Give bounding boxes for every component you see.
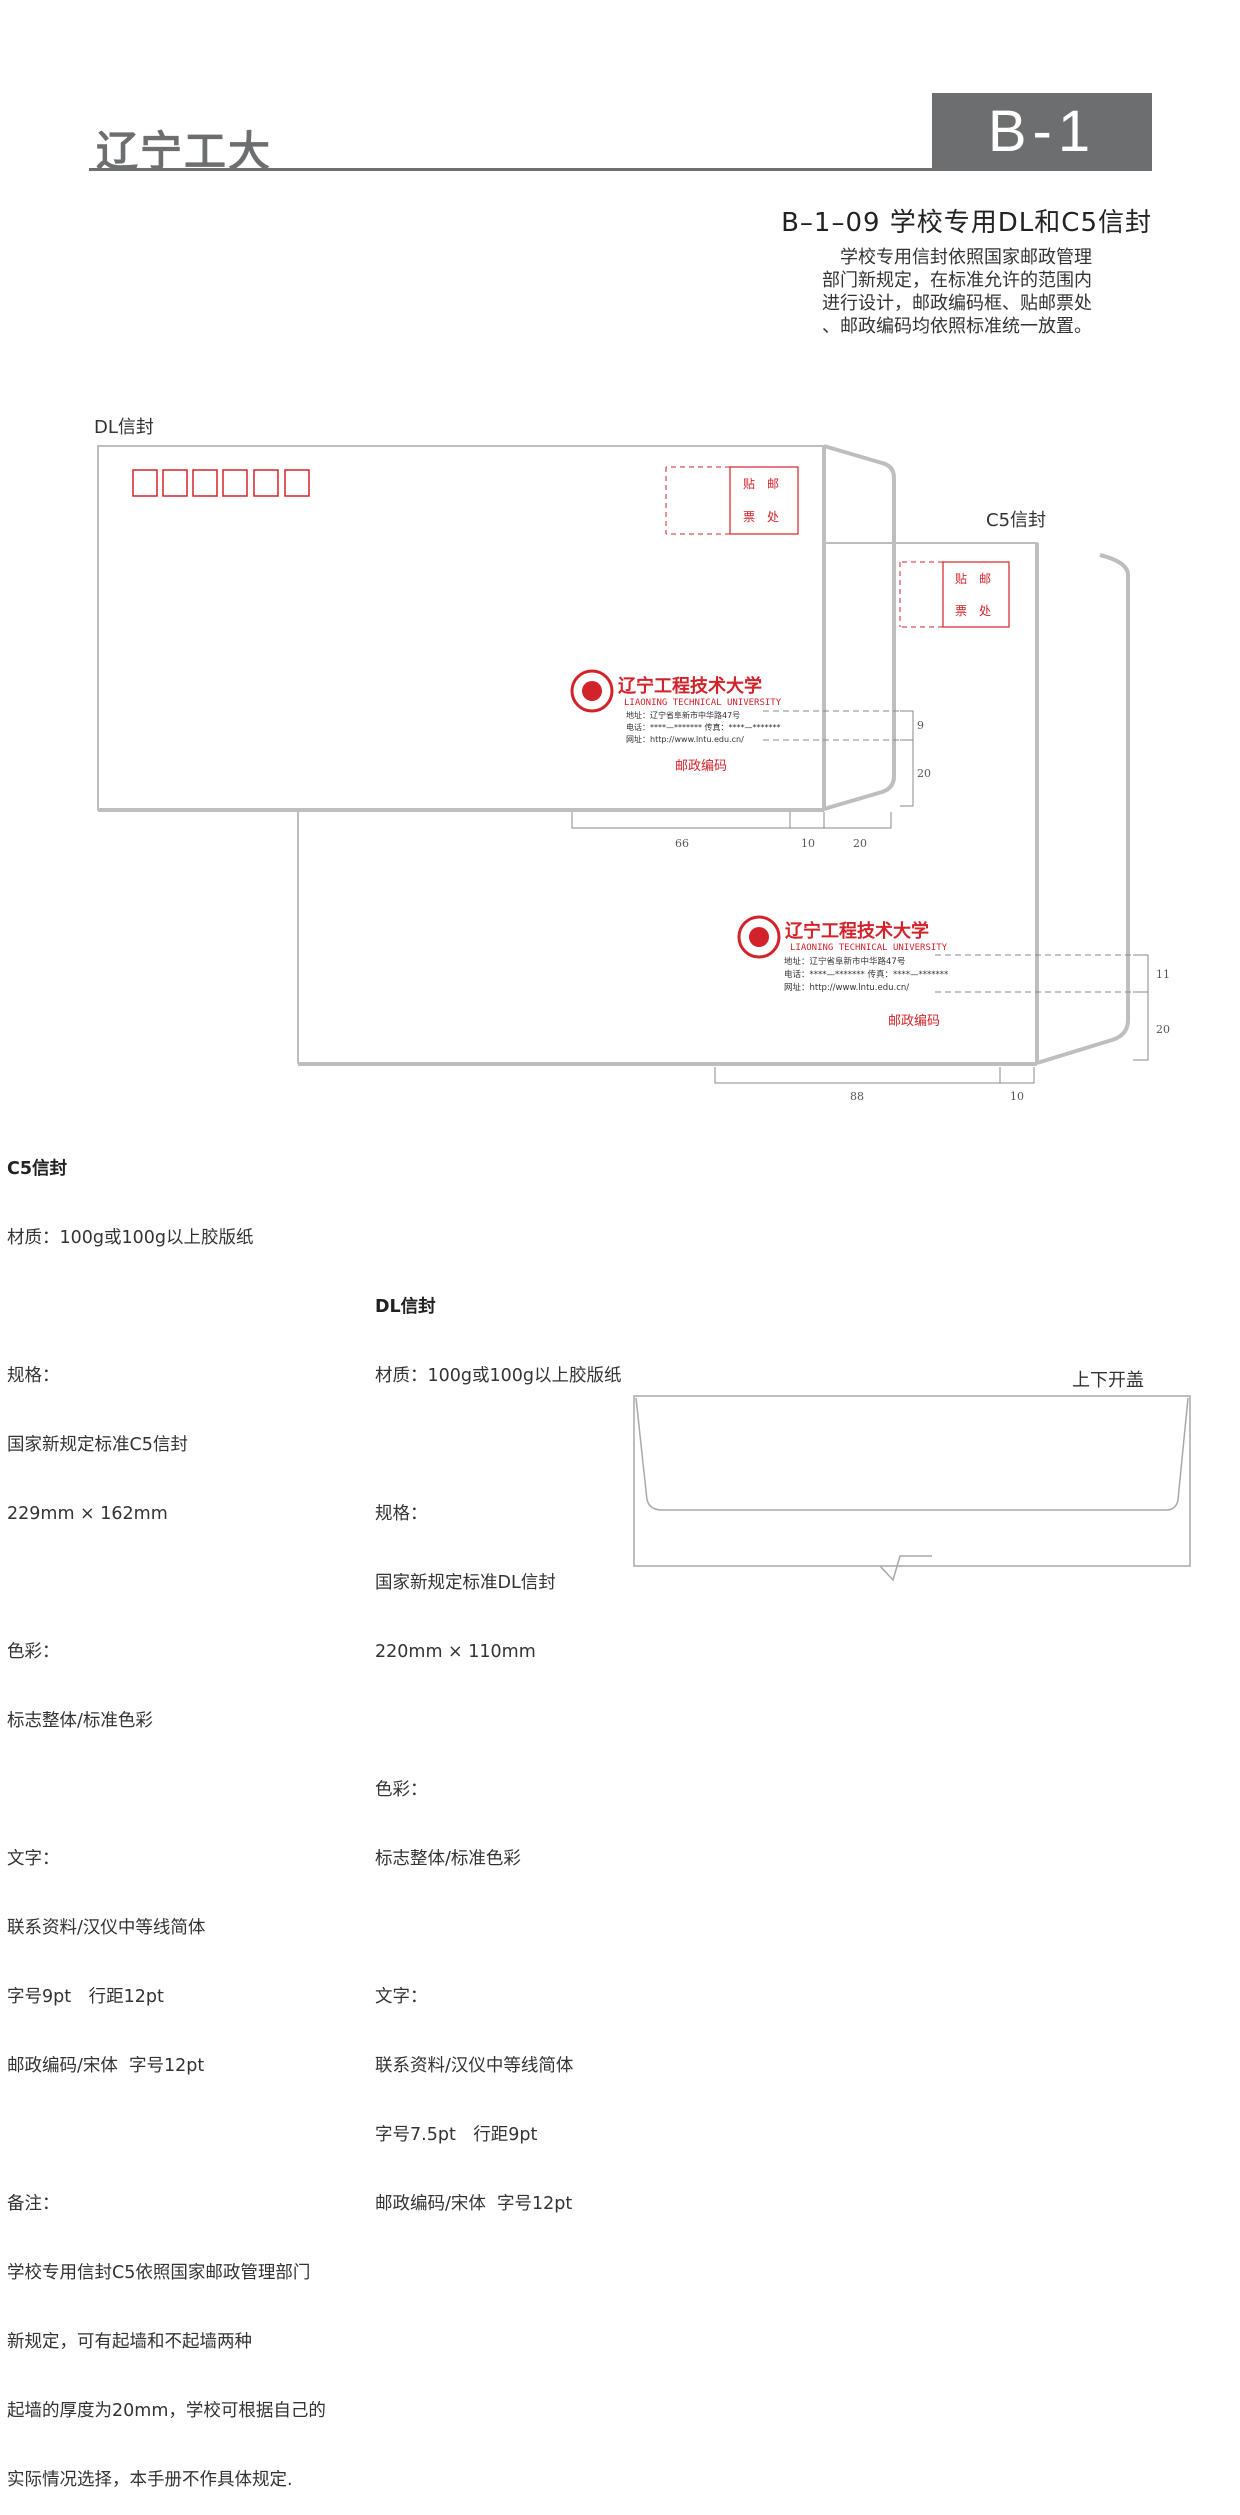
spec-line: 文字：: [7, 1849, 60, 1869]
logo-cn: 辽宁工程技术大学: [618, 675, 762, 697]
c5-spec-block: C5信封 材质：100g或100g以上胶版纸 规格： 国家新规定标准C5信封 2…: [7, 1112, 326, 2515]
header-rule: [89, 168, 934, 171]
dim-label: 10: [1010, 1090, 1024, 1103]
spec-line: 材质：100g或100g以上胶版纸: [375, 1366, 622, 1386]
dim-label: 88: [850, 1090, 864, 1103]
dl-label: DL信封: [94, 417, 154, 438]
logo-en: LIAONING TECHNICAL UNIVERSITY: [624, 698, 782, 708]
page-title: B–1–09 学校专用DL和C5信封: [781, 208, 1152, 238]
flap-label: 上下开盖: [1072, 1370, 1144, 1391]
spec-line: [7, 2124, 326, 2147]
intro-line: 部门新规定，在标准允许的范围内: [822, 270, 1092, 291]
section-badge: B-1: [932, 93, 1152, 171]
logo-en: LIAONING TECHNICAL UNIVERSITY: [790, 943, 948, 953]
dim-label: 20: [853, 837, 867, 850]
intro-line: 进行设计，邮政编码框、贴邮票处: [822, 293, 1092, 314]
intro-line: 、邮政编码均依照标准统一放置。: [822, 316, 1092, 337]
spec-line: 规格：: [7, 1366, 60, 1386]
c5-spec-heading: C5信封: [7, 1159, 68, 1179]
website: 网址：http://www.lntu.edu.cn/: [626, 734, 744, 744]
intro-paragraph: 学校专用信封依照国家邮政管理 部门新规定，在标准允许的范围内 进行设计，邮政编码…: [822, 246, 1152, 338]
university-seal-icon: [570, 669, 614, 713]
spec-line: 规格：: [375, 1504, 428, 1524]
phone: 电话：****—******* 传真：****—*******: [784, 969, 948, 980]
stamp-text: 贴 邮: [743, 477, 779, 491]
dl-envelope: 贴 邮 票 处 辽宁工程技术大学 LIAONING TECHNICAL UNIV…: [97, 444, 931, 850]
stamp-text: 贴 邮: [955, 572, 991, 586]
spec-line: [7, 1296, 326, 1319]
address: 地址：辽宁省阜新市中华路47号: [626, 710, 740, 720]
phone: 电话：****—******* 传真：****—*******: [626, 722, 781, 732]
spec-line: 备注：: [7, 2194, 60, 2214]
dim-label: 9: [917, 719, 924, 732]
spec-line: 字号7.5pt 行距9pt: [375, 2125, 538, 2145]
spec-line: 文字：: [375, 1987, 428, 2007]
spec-line: 新规定，可有起墙和不起墙两种: [7, 2332, 252, 2352]
dl-spec-block: DL信封 材质：100g或100g以上胶版纸 规格： 国家新规定标准DL信封 2…: [375, 1250, 622, 2239]
c5-label: C5信封: [986, 510, 1047, 531]
stamp-text: 票 处: [955, 604, 991, 618]
website: 网址：http://www.lntu.edu.cn/: [784, 982, 909, 993]
dl-spec-heading: DL信封: [375, 1297, 436, 1317]
spec-line: 标志整体/标准色彩: [7, 1711, 153, 1731]
spec-line: 材质：100g或100g以上胶版纸: [7, 1228, 254, 1248]
postcode-label: 邮政编码: [675, 759, 727, 774]
spec-line: 联系资料/汉仪中等线简体: [7, 1918, 206, 1938]
address: 地址：辽宁省阜新市中华路47号: [784, 956, 905, 967]
spec-line: 国家新规定标准C5信封: [7, 1435, 188, 1455]
spec-line: 国家新规定标准DL信封: [375, 1573, 556, 1593]
dim-label: 11: [1156, 968, 1170, 981]
spec-line: 220mm × 110mm: [375, 1642, 536, 1662]
flap-diagram: [633, 1395, 1191, 1582]
dim-label: 20: [917, 767, 931, 780]
spec-line: 色彩：: [7, 1642, 60, 1662]
spec-line: 实际情况选择，本手册不作具体规定.: [7, 2470, 293, 2490]
spec-line: 学校专用信封C5依照国家邮政管理部门: [7, 2263, 311, 2283]
stamp-text: 票 处: [743, 510, 779, 524]
spec-line: 字号9pt 行距12pt: [7, 1987, 164, 2007]
spec-line: [7, 1572, 326, 1595]
postcode-boxes: [132, 469, 310, 497]
dim-label: 20: [1156, 1023, 1170, 1036]
spec-line: 起墙的厚度为20mm，学校可根据自己的: [7, 2401, 326, 2421]
brand-logo: 辽宁工大: [96, 127, 273, 176]
logo-cn: 辽宁工程技术大学: [785, 920, 929, 942]
spec-line: 229mm × 162mm: [7, 1504, 168, 1524]
spec-line: 联系资料/汉仪中等线简体: [375, 2056, 574, 2076]
spec-line: [375, 1917, 622, 1940]
envelope-drawings: 贴 邮 票 处 辽宁工程技术大学 LIAONING TECHNICAL UNIV…: [97, 444, 1191, 1582]
intro-line: 学校专用信封依照国家邮政管理: [822, 247, 1092, 268]
postcode-label: 邮政编码: [888, 1014, 940, 1029]
spec-line: 标志整体/标准色彩: [375, 1849, 521, 1869]
spec-line: [375, 1434, 622, 1457]
spec-line: [375, 1710, 622, 1733]
spec-line: 邮政编码/宋体 字号12pt: [7, 2056, 205, 2076]
spec-line: 色彩：: [375, 1780, 428, 1800]
dim-label: 66: [675, 837, 689, 850]
university-seal-icon: [737, 915, 781, 959]
dim-label: 10: [801, 837, 815, 850]
spec-line: 邮政编码/宋体 字号12pt: [375, 2194, 573, 2214]
spec-line: [7, 1779, 326, 1802]
